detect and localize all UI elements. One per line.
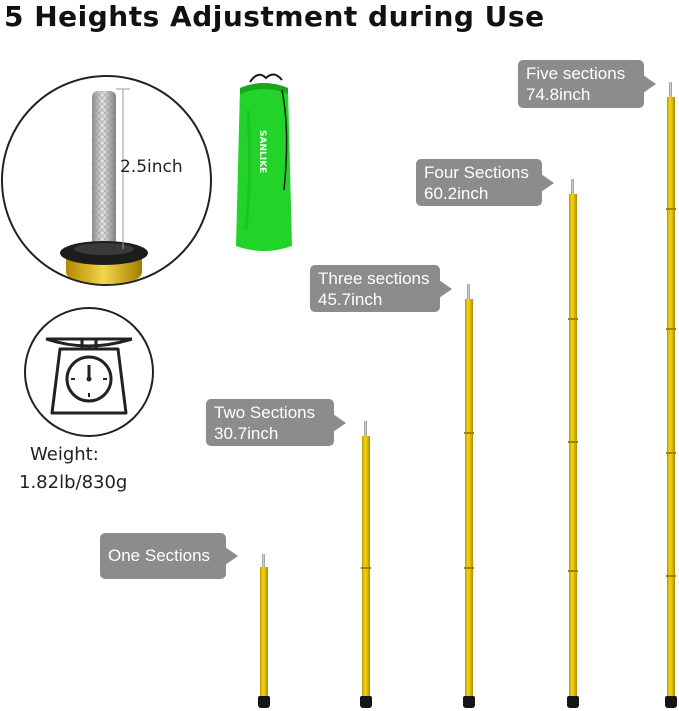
callout-four-sections: Four Sections 60.2inch bbox=[416, 159, 554, 206]
pole-3-foot bbox=[463, 696, 475, 708]
weight-label: Weight: bbox=[30, 444, 99, 465]
spike-detail-image bbox=[1, 75, 212, 286]
callout-pointer bbox=[541, 173, 554, 192]
callout-five-sections-height: 74.8inch bbox=[526, 85, 591, 104]
pole-1-spike bbox=[262, 554, 265, 568]
pole-5-spike bbox=[669, 82, 672, 98]
scale-icon bbox=[45, 337, 133, 415]
callout-five-sections-label: Five sections bbox=[526, 64, 626, 83]
pole-3-joint bbox=[464, 567, 474, 569]
callout-five-sections: Five sections 74.8inch bbox=[518, 60, 656, 108]
callout-two-sections-height: 30.7inch bbox=[214, 424, 279, 443]
callout-one-sections: One Sections bbox=[100, 533, 238, 579]
pole-4-spike bbox=[571, 179, 574, 195]
callout-two-sections: Two Sections 30.7inch bbox=[206, 399, 346, 446]
pole-2-spike bbox=[364, 421, 367, 437]
callout-pointer bbox=[225, 547, 238, 565]
spike-length-label: 2.5inch bbox=[120, 157, 183, 177]
carry-bag-illustration: SANLIKE bbox=[236, 73, 292, 251]
pole-3-spike bbox=[467, 284, 470, 300]
callout-one-sections-label: One Sections bbox=[108, 546, 211, 565]
pole-one-section bbox=[260, 567, 268, 697]
pole-5-foot bbox=[665, 696, 677, 708]
callout-pointer bbox=[333, 413, 346, 432]
page-title: 5 Heights Adjustment during Use bbox=[4, 0, 545, 33]
pole-2-joint bbox=[361, 567, 371, 569]
callout-four-sections-label: Four Sections bbox=[424, 163, 529, 182]
callout-two-sections-label: Two Sections bbox=[214, 403, 316, 422]
pole-4-joint bbox=[568, 318, 578, 320]
callout-three-sections: Three sections 45.7inch bbox=[310, 265, 452, 312]
callout-three-sections-label: Three sections bbox=[318, 269, 430, 288]
spike-detail-illustration bbox=[60, 88, 148, 284]
weight-scale-icon bbox=[24, 307, 154, 437]
carry-bag-image: SANLIKE bbox=[230, 70, 298, 256]
pole-two-sections bbox=[362, 436, 370, 697]
callout-pointer bbox=[643, 75, 656, 93]
callout-three-sections-height: 45.7inch bbox=[318, 290, 383, 309]
pole-three-sections bbox=[465, 299, 473, 697]
weight-value: 1.82lb/830g bbox=[19, 472, 128, 493]
pole-3-joint bbox=[464, 432, 474, 434]
pole-5-joint bbox=[666, 452, 676, 454]
pole-5-joint bbox=[666, 208, 676, 210]
pole-5-joint bbox=[666, 328, 676, 330]
pole-4-joint bbox=[568, 441, 578, 443]
pole-five-sections bbox=[667, 97, 675, 697]
bag-brand-text: SANLIKE bbox=[257, 130, 267, 173]
pole-4-joint bbox=[568, 570, 578, 572]
pole-5-joint bbox=[666, 575, 676, 577]
pole-4-foot bbox=[567, 696, 579, 708]
pole-2-foot bbox=[360, 696, 372, 708]
callout-pointer bbox=[439, 279, 452, 298]
pole-1-foot bbox=[258, 696, 270, 708]
pole-four-sections bbox=[569, 194, 577, 697]
callout-four-sections-height: 60.2inch bbox=[424, 184, 489, 203]
